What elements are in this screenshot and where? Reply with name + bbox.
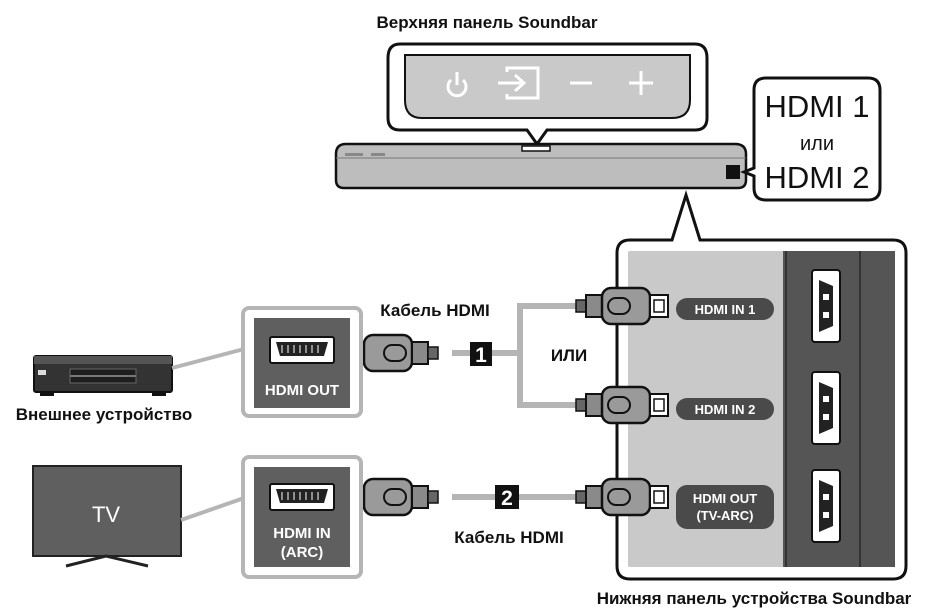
callout-hdmi1: HDMI 1 [764,89,869,124]
cable-label-top: Кабель HDMI [380,301,489,320]
hdmi-port-icon [269,336,335,364]
soundbar [334,142,748,190]
callout-or: или [800,133,834,155]
device-port-label: HDMI OUT [265,382,339,399]
bottom-panel-title: Нижняя панель устройства Soundbar [597,589,912,608]
pill-hdmi-in-2: HDMI IN 2 [695,402,756,417]
power-icon[interactable] [446,72,468,98]
hdmi-in-1-port[interactable] [811,269,841,343]
hdmi-callout: HDMI 1 или HDMI 2 [739,76,882,202]
bottom-panel-callout: HDMI IN 1 HDMI IN 2 HDMI OUT (TV-ARC) [615,189,908,581]
cable-label-bottom: Кабель HDMI [454,528,563,547]
step-1-marker [470,342,492,366]
plus-icon[interactable] [629,71,653,95]
external-device-label: Внешнее устройство [16,405,193,424]
step-1-number: 1 [475,344,487,367]
hdmi-out-tv-arc-port[interactable] [811,469,841,543]
external-device [33,355,173,396]
hdmi-in-2-port[interactable] [811,371,841,445]
tv-port-callout: HDMI IN (ARC) [241,455,363,579]
tv-set: TV [32,465,182,568]
tv-port-label-line2: (ARC) [281,544,324,561]
top-panel-title: Верхняя панель Soundbar [377,13,598,32]
pill-hdmi-out-line1: HDMI OUT [693,491,757,506]
callout-hdmi2: HDMI 2 [764,160,869,195]
hdmi-port-icon [269,483,335,511]
pill-hdmi-in-1: HDMI IN 1 [695,302,756,317]
device-port-callout: HDMI OUT [241,306,363,418]
step-2-number: 2 [501,487,513,510]
pill-hdmi-out-line2: (TV-ARC) [696,508,753,523]
cable-lines [452,303,576,500]
tv-screen-label: TV [92,502,120,527]
tv-port-label-line1: HDMI IN [273,525,331,542]
or-label: ИЛИ [551,346,587,365]
source-icon[interactable] [498,66,540,100]
step-2-marker [495,485,519,509]
top-panel-callout [386,42,709,147]
